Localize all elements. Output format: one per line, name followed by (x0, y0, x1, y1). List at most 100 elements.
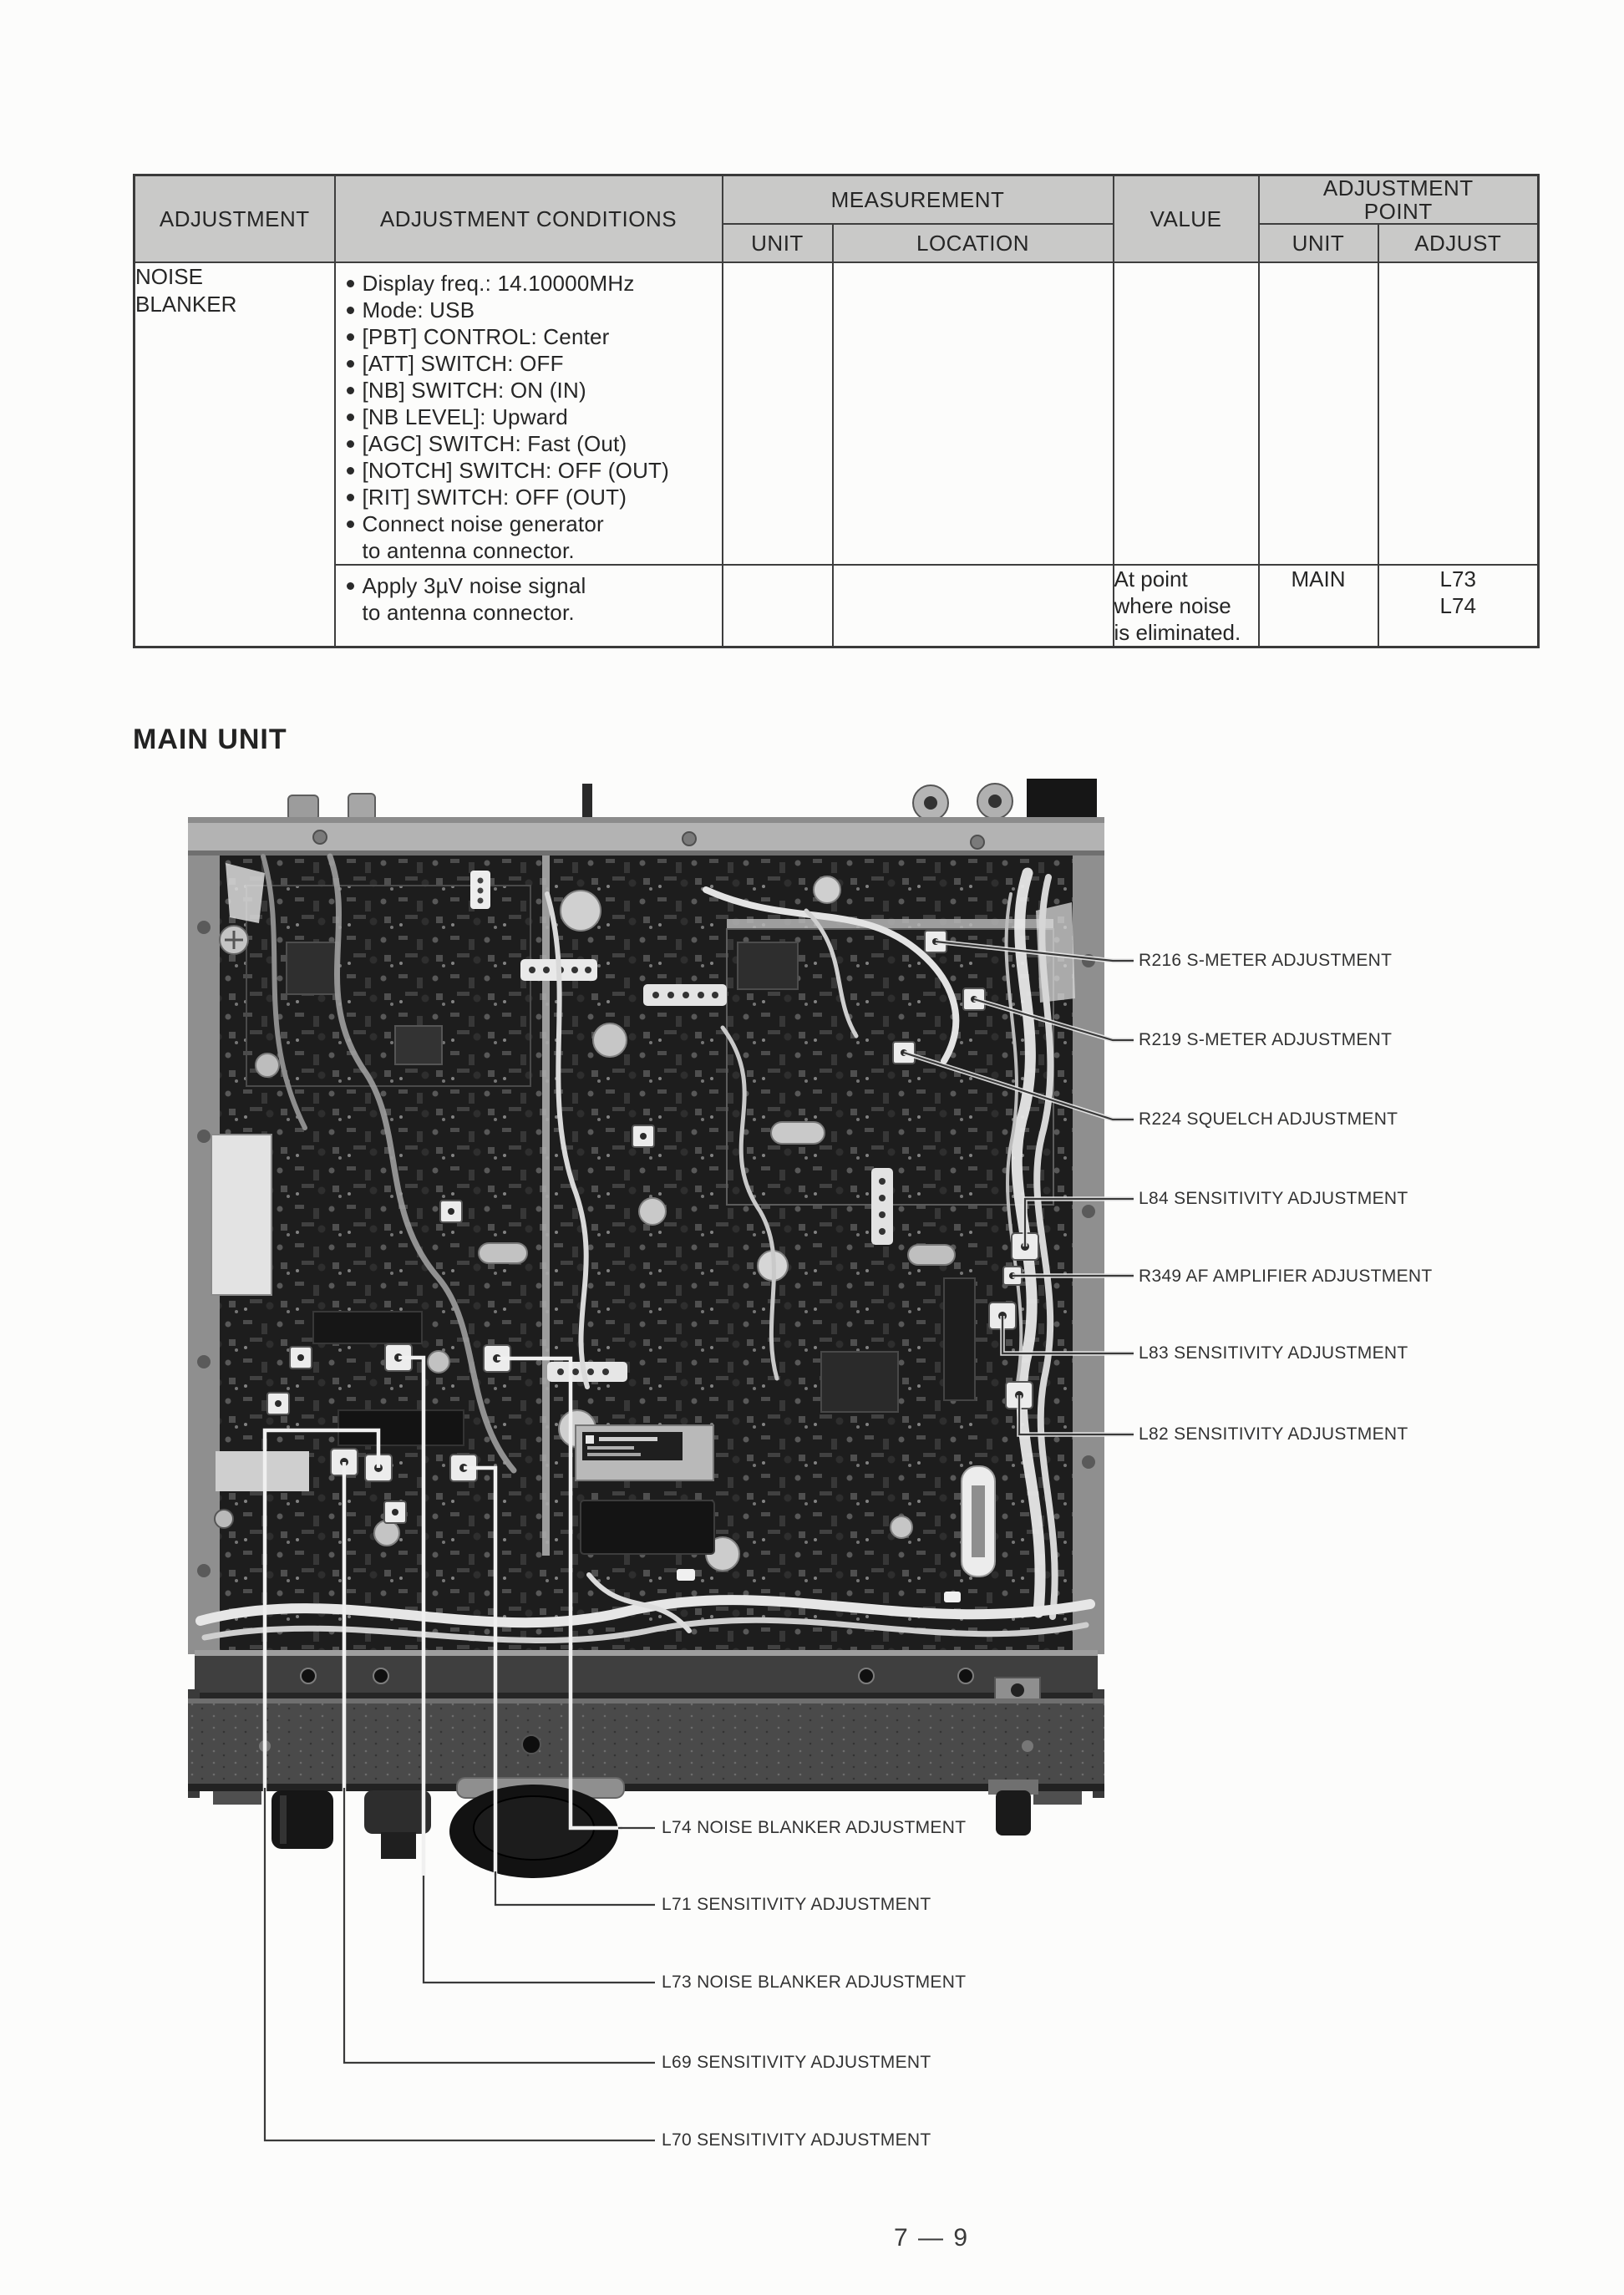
small-knob (272, 1790, 333, 1849)
fl30-filter (575, 1424, 714, 1481)
crystal (907, 1244, 956, 1266)
trimmer (632, 1125, 655, 1148)
condition-item: [NB] SWITCH: ON (IN) (341, 377, 718, 404)
coil-can (286, 942, 339, 995)
main-tuning-knob (449, 1777, 625, 1878)
sub-board (943, 1277, 976, 1401)
figure-title: MAIN UNIT (133, 724, 287, 755)
capacitor (813, 876, 841, 904)
col-header-adjustment-point-unit: UNIT (1257, 223, 1379, 263)
main-unit-photo (188, 777, 1104, 1880)
shield-can (211, 1134, 272, 1296)
coil-l73 (384, 1343, 413, 1372)
coil-can (820, 1351, 899, 1413)
cable-tie (944, 1592, 961, 1602)
trimmer-r224 (892, 1041, 916, 1064)
screw (682, 831, 697, 846)
flat-knob (364, 1790, 431, 1859)
condition-item: Apply 3µV noise signal to antenna connec… (341, 572, 718, 626)
small-knob-right (988, 1780, 1038, 1835)
panel-hole (521, 1734, 541, 1754)
condition-item: Mode: USB (341, 297, 718, 323)
callout-label-l74: L74 NOISE BLANKER ADJUSTMENT (662, 1818, 967, 1837)
trimmer-r219 (962, 988, 986, 1011)
chassis-tab (1033, 1791, 1082, 1805)
cell-conditions: Display freq.: 14.10000MHz Mode: USB [PB… (333, 261, 723, 566)
col-header-measurement-location: LOCATION (831, 223, 1114, 263)
coil-l70 (364, 1454, 393, 1482)
coil-l82 (1005, 1381, 1033, 1409)
circuit-board-illustration (188, 779, 1104, 1878)
trimmer-r349 (1002, 1266, 1023, 1286)
cell-value (1112, 261, 1260, 566)
coil-l71 (449, 1454, 478, 1482)
capacitor (560, 890, 601, 932)
crystal (770, 1121, 825, 1145)
capacitor (890, 1516, 913, 1539)
col-header-adjustment: ADJUSTMENT (133, 174, 336, 263)
callout-label-r224: R224 SQUELCH ADJUSTMENT (1139, 1109, 1398, 1129)
condition-item: [AGC] SWITCH: Fast (Out) (341, 430, 718, 457)
callout-label-r216: R216 S-METER ADJUSTMENT (1139, 951, 1393, 970)
shield-edge (727, 919, 1053, 929)
cell-point-adjust-2: L73 L74 (1377, 564, 1540, 648)
wire-connector (470, 871, 490, 909)
trimmer (289, 1346, 312, 1369)
condition-item: [NOTCH] SWITCH: OFF (OUT) (341, 457, 718, 484)
page-number: 7 — 9 (893, 2224, 970, 2252)
panel-jack-hole (957, 1668, 974, 1684)
callout-label-l84: L84 SENSITIVITY ADJUSTMENT (1139, 1189, 1408, 1208)
panel-jack-hole (373, 1668, 389, 1684)
coil-can (394, 1025, 443, 1065)
power-connector (1027, 779, 1097, 824)
crystal-filter (961, 1465, 996, 1577)
cell-conditions-2: Apply 3µV noise signal to antenna connec… (333, 564, 723, 648)
conditions-list: Display freq.: 14.10000MHz Mode: USB [PB… (336, 263, 722, 564)
cell-measurement-unit (721, 261, 834, 566)
callout-label-r219: R219 S-METER ADJUSTMENT (1139, 1030, 1393, 1049)
col-header-adjustment-point-adjust: ADJUST (1377, 223, 1540, 263)
col-header-adjustment-point: ADJUSTMENT POINT (1257, 174, 1540, 225)
coil-l84 (1011, 1232, 1039, 1261)
chassis-right-rail (1073, 856, 1104, 1654)
callout-label-l70: L70 SENSITIVITY ADJUSTMENT (662, 2130, 931, 2150)
capacitor (592, 1023, 627, 1058)
capacitor (373, 1520, 400, 1546)
col-header-measurement: MEASUREMENT (721, 174, 1114, 225)
cell-value-2: At point where noise is eliminated. (1112, 564, 1260, 648)
cable-tie (677, 1569, 695, 1581)
callout-label-l83: L83 SENSITIVITY ADJUSTMENT (1139, 1343, 1408, 1363)
screw (970, 835, 985, 850)
cell-measurement-location-2 (831, 564, 1114, 648)
callout-label-r349: R349 AF AMPLIFIER ADJUSTMENT (1139, 1267, 1433, 1286)
capacitor (255, 1053, 280, 1078)
cell-adjustment-name: NOISE BLANKER (133, 261, 336, 648)
reflection-highlight (226, 863, 265, 923)
condition-item: [ATT] SWITCH: OFF (341, 350, 718, 377)
cell-measurement-unit-2 (721, 564, 834, 648)
jack-connector (287, 795, 319, 821)
antenna-post (582, 784, 592, 820)
screw-head (214, 1509, 234, 1529)
leader-l73 (422, 1876, 655, 1984)
col-header-measurement-unit: UNIT (721, 223, 834, 263)
callout-label-l71: L71 SENSITIVITY ADJUSTMENT (662, 1895, 931, 1914)
condition-item: Display freq.: 14.10000MHz (341, 270, 718, 297)
screw (1022, 1740, 1033, 1752)
board-divider-strip (542, 856, 550, 1556)
condition-item: [PBT] CONTROL: Center (341, 323, 718, 350)
col-header-value: VALUE (1112, 174, 1260, 263)
callout-label-l73: L73 NOISE BLANKER ADJUSTMENT (662, 1973, 967, 1992)
panel-jack-hole (858, 1668, 875, 1684)
trimmer-r216 (924, 930, 947, 953)
coil-can (737, 942, 799, 990)
coil-l69 (330, 1448, 358, 1476)
panel-jack-hole (300, 1668, 317, 1684)
wire-connector (871, 1168, 893, 1245)
ic-chip (337, 1409, 464, 1446)
trimmer (383, 1500, 407, 1524)
coil-l83 (988, 1302, 1017, 1330)
callout-label-l82: L82 SENSITIVITY ADJUSTMENT (1139, 1424, 1408, 1444)
shield-can (216, 1451, 309, 1491)
